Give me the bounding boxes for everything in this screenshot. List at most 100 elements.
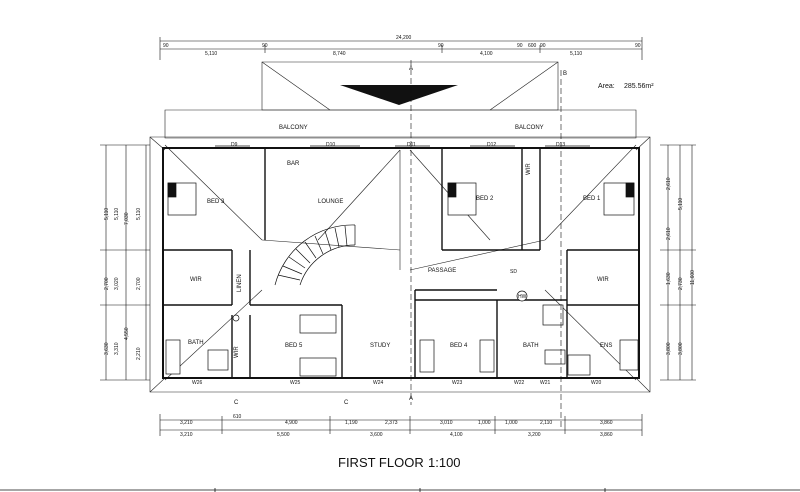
- dim-right: 1,630: [666, 272, 672, 285]
- dim-right: 5,110: [678, 198, 684, 210]
- room-ens: ENS: [600, 343, 612, 349]
- dim-left: 3,020: [114, 277, 120, 290]
- room-sd: SD: [510, 269, 517, 275]
- dim-left: 5,110: [114, 208, 120, 220]
- room-bar: BAR: [287, 161, 300, 167]
- dim-bottom: 3,010: [440, 420, 453, 426]
- roof-lines: [149, 61, 651, 393]
- room-linen: LINEN: [237, 274, 243, 292]
- area-value: 285.56m²: [624, 83, 654, 90]
- section-lines: [410, 60, 562, 430]
- dim-left: 5,110: [104, 208, 110, 220]
- room-hw: HW: [518, 294, 527, 300]
- dim-bottom2: 5,500: [277, 432, 290, 438]
- area-label: Area:: [598, 83, 615, 90]
- window-tag: W25: [290, 380, 301, 386]
- spiral-stair: [274, 224, 356, 286]
- section-mark-c: C: [344, 400, 349, 406]
- window-tag: W20: [591, 380, 602, 386]
- window-tag: D13: [556, 142, 565, 148]
- dim-bottom2: 3,860: [600, 432, 613, 438]
- dim-top-overall: 24,200: [396, 35, 412, 41]
- dim-bottom: 3,860: [600, 420, 613, 426]
- dim-bottom: 610: [233, 414, 242, 420]
- dim-right: 3,800: [666, 342, 672, 355]
- window-tag: W22: [514, 380, 525, 386]
- room-bath-left: BATH: [188, 340, 204, 346]
- room-wir-bed3: WIR: [190, 277, 202, 283]
- dim-left: 4,550: [124, 327, 130, 340]
- dim-top: 5,110: [570, 51, 582, 57]
- right-dimensions: [660, 144, 696, 381]
- room-wir-bed1: WIR: [597, 277, 609, 283]
- dim-top: 90: [163, 43, 169, 49]
- walls: [162, 147, 640, 379]
- dim-left: 7,030: [124, 212, 130, 225]
- dim-top: 4,100: [480, 51, 493, 57]
- dim-left: 3,630: [104, 342, 110, 355]
- window-tag: D11: [407, 142, 416, 148]
- window-tag: D12: [487, 142, 496, 148]
- dim-bottom: 2,110: [540, 420, 552, 426]
- dim-bottom2: 3,200: [528, 432, 541, 438]
- dim-top: 90: [540, 43, 546, 49]
- dim-top: 90: [262, 43, 268, 49]
- window-tag: W26: [192, 380, 203, 386]
- window-tag: D9: [231, 142, 238, 148]
- beds: [167, 182, 635, 377]
- room-passage: PASSAGE: [428, 268, 456, 274]
- room-balcony-left: BALCONY: [279, 125, 308, 131]
- dim-right: 3,800: [678, 342, 684, 355]
- roof-triangle: [340, 85, 458, 105]
- window-tag: D10: [326, 142, 335, 148]
- dim-top: 90: [635, 43, 641, 49]
- window-tag: W23: [452, 380, 463, 386]
- dim-right: 2,610: [666, 177, 672, 190]
- dim-right: 11,600: [690, 270, 696, 285]
- dim-right: 2,610: [666, 227, 672, 240]
- window-tag: W24: [373, 380, 384, 386]
- room-bed4: BED 4: [450, 343, 468, 349]
- room-bed5: BED 5: [285, 343, 303, 349]
- bottom-dimensions: [159, 414, 643, 436]
- dim-left: 2,700: [104, 277, 110, 290]
- section-mark-a: A: [409, 66, 413, 72]
- dim-bottom2: 3,600: [370, 432, 383, 438]
- room-bed3: BED 3: [207, 199, 225, 205]
- dim-left: 2,700: [136, 277, 142, 290]
- room-wir-bed2: WIR: [526, 163, 532, 175]
- dim-left: 3,310: [114, 342, 120, 355]
- section-mark-b: B: [563, 71, 567, 77]
- dim-top: 5,110: [205, 51, 217, 57]
- top-dimensions: [159, 37, 643, 60]
- room-study: STUDY: [370, 343, 390, 349]
- window-tag: W21: [540, 380, 551, 386]
- drawing-scale: 1:100: [428, 455, 461, 470]
- room-balcony-right: BALCONY: [515, 125, 544, 131]
- dim-top: 8,740: [333, 51, 346, 57]
- room-wir-bed5: WIR: [234, 346, 240, 358]
- room-bath-right: BATH: [523, 343, 539, 349]
- drawing-title: FIRST FLOOR: [338, 455, 424, 470]
- room-bed2: BED 2: [476, 196, 494, 202]
- room-bed1: BED 1: [583, 196, 601, 202]
- dim-top: 600: [528, 43, 537, 49]
- dim-top: 90: [438, 43, 444, 49]
- dim-bottom2: 3,210: [180, 432, 193, 438]
- bath-fixtures: [165, 290, 639, 376]
- left-dimensions: [100, 144, 150, 381]
- title-block-lines: [0, 488, 800, 492]
- dim-bottom: 1,000: [478, 420, 491, 426]
- room-lounge: LOUNGE: [318, 199, 343, 205]
- dim-bottom2: 4,100: [450, 432, 463, 438]
- dim-bottom: 1,190: [345, 420, 358, 426]
- dim-left: 5,110: [136, 208, 142, 220]
- section-mark-a: A: [409, 396, 413, 402]
- dim-bottom: 2,373: [385, 420, 398, 426]
- dim-bottom: 4,900: [285, 420, 298, 426]
- dim-top: 90: [517, 43, 523, 49]
- dim-left: 2,210: [136, 347, 142, 360]
- dim-bottom: 3,210: [180, 420, 193, 426]
- section-mark-c: C: [234, 400, 239, 406]
